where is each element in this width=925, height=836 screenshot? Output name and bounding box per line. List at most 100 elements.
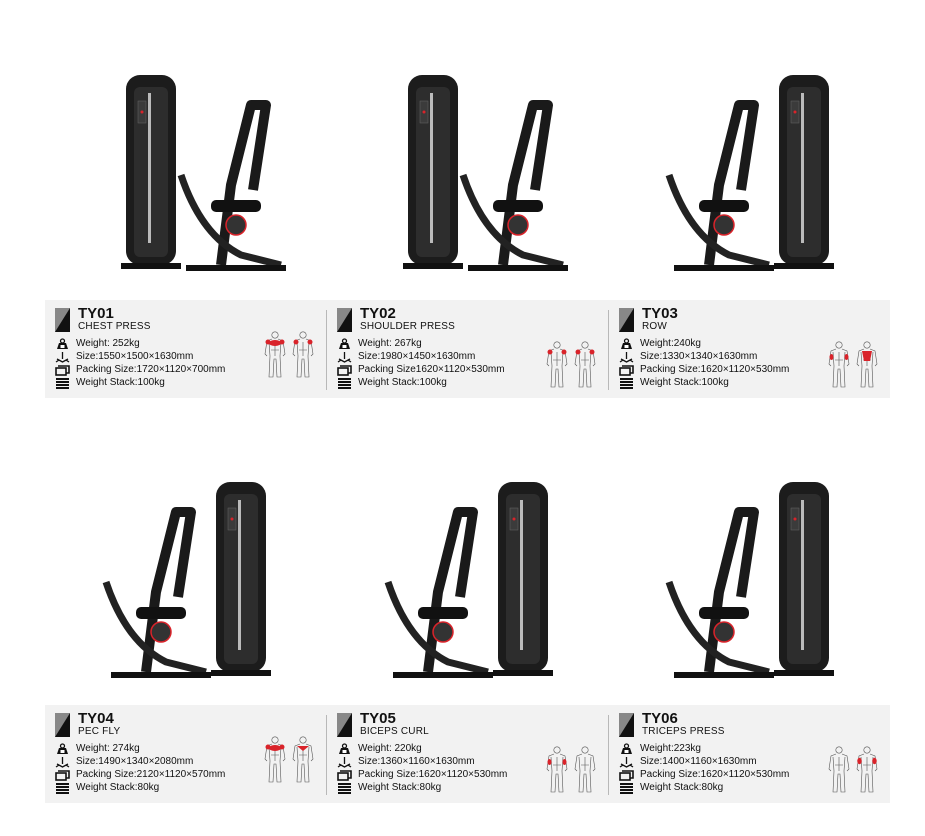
weight-icon — [57, 337, 68, 349]
weight-icon — [621, 742, 632, 754]
spec-stack-text: Weight Stack:100kg — [358, 377, 447, 388]
spec-size: Size:1980×1450×1630mm — [337, 350, 608, 363]
muscle-map-front-icon — [828, 746, 850, 793]
spec-packing: Packing Size:2120×1120×570mm — [55, 768, 326, 781]
size-icon — [337, 351, 352, 363]
packing-icon — [337, 364, 352, 376]
packing-icon — [55, 364, 70, 376]
spec-size-text: Size:1550×1500×1630mm — [76, 351, 194, 362]
spec-weight: Weight:240kg — [619, 337, 890, 350]
packing-icon — [619, 769, 634, 781]
spec-weight: Weight: 220kg — [337, 742, 608, 755]
packing-icon — [619, 364, 634, 376]
spec-packing-text: Packing Size1620×1120×530mm — [358, 364, 505, 375]
size-icon — [619, 351, 634, 363]
spec-size-text: Size:1980×1450×1630mm — [358, 351, 476, 362]
spec-packing-text: Packing Size:1720×1120×700mm — [76, 364, 226, 375]
spec-weight-text: Weight: 252kg — [76, 338, 140, 349]
stack-icon — [56, 782, 69, 794]
corner-triangle-icon — [337, 308, 352, 332]
muscle-maps — [828, 340, 878, 390]
spec-stack-text: Weight Stack:100kg — [76, 377, 165, 388]
packing-icon — [337, 769, 352, 781]
spec-size-text: Size:1330×1340×1630mm — [640, 351, 758, 362]
spec-packing: Packing Size:1620×1120×530mm — [337, 768, 608, 781]
machine-photo-ty05 — [327, 462, 609, 692]
spec-size-text: Size:1400×1160×1630mm — [640, 756, 757, 767]
spec-weight: Weight: 274kg — [55, 742, 326, 755]
machine-photo-ty06 — [608, 462, 890, 692]
product-name: TRICEPS PRESS — [642, 726, 725, 737]
stack-icon — [620, 377, 633, 389]
spec-size-text: Size:1490×1340×2080mm — [76, 756, 194, 767]
spec-packing: Packing Size:1720×1120×700mm — [55, 363, 326, 376]
stack-icon — [338, 782, 351, 794]
spec-stack: Weight Stack:100kg — [619, 376, 890, 389]
spec-size: Size:1490×1340×2080mm — [55, 755, 326, 768]
spec-weight-text: Weight: 220kg — [358, 743, 422, 754]
muscle-maps — [264, 735, 314, 785]
size-icon — [55, 351, 70, 363]
spec-stack: Weight Stack:80kg — [337, 781, 608, 794]
product-code: TY02 — [360, 305, 396, 322]
spec-stack-text: Weight Stack:80kg — [76, 782, 160, 793]
machine-photo-ty03 — [608, 55, 890, 285]
corner-triangle-icon — [337, 713, 352, 737]
muscle-map-front-icon — [828, 341, 850, 388]
size-icon — [55, 756, 70, 768]
spec-stack: Weight Stack:80kg — [55, 781, 326, 794]
spec-packing-text: Packing Size:1620×1120×530mm — [640, 769, 790, 780]
spec-packing-text: Packing Size:2120×1120×570mm — [76, 769, 226, 780]
spec-packing-text: Packing Size:1620×1120×530mm — [358, 769, 508, 780]
muscle-map-front-icon — [264, 331, 286, 378]
machine-image — [665, 482, 835, 678]
muscle-map-back-icon — [574, 746, 596, 793]
corner-triangle-icon — [619, 308, 634, 332]
machine-photo-ty02 — [327, 55, 609, 285]
muscle-map-back-icon — [856, 341, 878, 388]
product-code: TY06 — [642, 710, 678, 727]
packing-icon — [55, 769, 70, 781]
machine-photo-ty04 — [45, 462, 327, 692]
size-icon — [337, 756, 352, 768]
spec-weight: Weight: 267kg — [337, 337, 608, 350]
product-name: BICEPS CURL — [360, 726, 429, 737]
spec-packing: Packing Size:1620×1120×530mm — [619, 363, 890, 376]
machine-image — [665, 75, 835, 271]
stack-icon — [338, 377, 351, 389]
spec-stack-text: Weight Stack:100kg — [640, 377, 729, 388]
spec-weight-text: Weight: 274kg — [76, 743, 140, 754]
spec-packing: Packing Size1620×1120×530mm — [337, 363, 608, 376]
spec-weight-text: Weight: 267kg — [358, 338, 422, 349]
muscle-maps — [828, 745, 878, 795]
muscle-maps — [264, 330, 314, 380]
spec-size-text: Size:1360×1160×1630mm — [358, 756, 475, 767]
product-code: TY05 — [360, 710, 396, 727]
muscle-map-back-icon — [856, 746, 878, 793]
spec-size: Size:1550×1500×1630mm — [55, 350, 326, 363]
product-images-row-2 — [45, 462, 890, 692]
product-images-row-1 — [45, 55, 890, 285]
product-name: ROW — [642, 321, 668, 332]
spec-size: Size:1360×1160×1630mm — [337, 755, 608, 768]
spec-packing-text: Packing Size:1620×1120×530mm — [640, 364, 790, 375]
spec-size: Size:1400×1160×1630mm — [619, 755, 890, 768]
product-name: CHEST PRESS — [78, 321, 151, 332]
machine-image — [402, 75, 568, 271]
product-name: SHOULDER PRESS — [360, 321, 456, 332]
machine-image — [384, 482, 553, 678]
muscle-map-back-icon — [574, 341, 596, 388]
corner-triangle-icon — [55, 308, 70, 332]
muscle-map-front-icon — [546, 746, 568, 793]
muscle-map-front-icon — [264, 736, 286, 783]
spec-weight-text: Weight:223kg — [640, 743, 701, 754]
spec-weight-text: Weight:240kg — [640, 338, 701, 349]
spec-packing: Packing Size:1620×1120×530mm — [619, 768, 890, 781]
spec-stack-text: Weight Stack:80kg — [358, 782, 442, 793]
machine-image — [120, 75, 286, 271]
